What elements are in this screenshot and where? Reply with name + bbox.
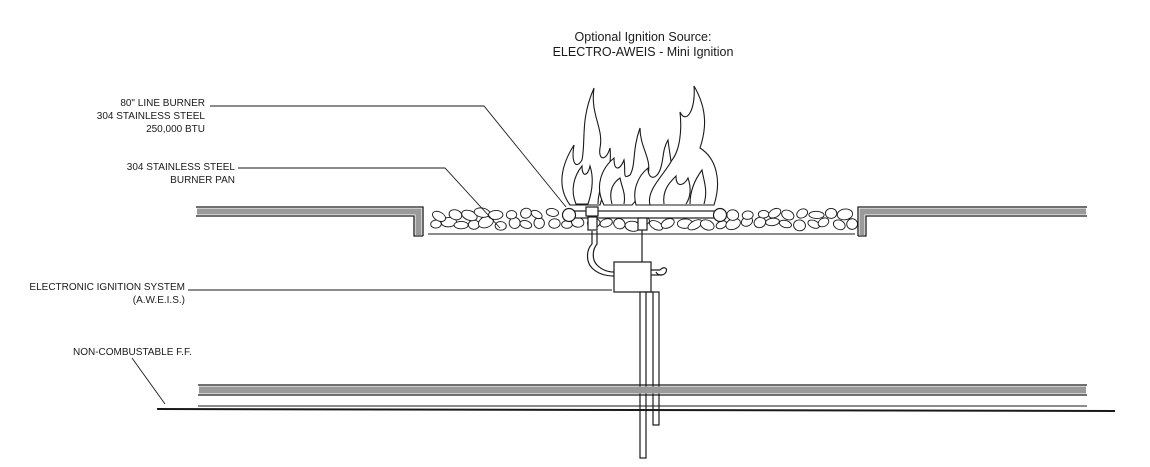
lava-stone xyxy=(545,208,559,217)
lava-stone xyxy=(781,209,795,221)
lava-stone xyxy=(836,208,854,221)
lava-stone xyxy=(741,210,754,220)
lava-stone xyxy=(548,218,561,229)
lava-stone xyxy=(599,218,613,228)
burner-pan-label-line-2: BURNER PAN xyxy=(170,175,235,186)
right-deck-wall xyxy=(857,206,1087,237)
lava-stone xyxy=(793,219,806,232)
lava-stone xyxy=(846,218,858,230)
lava-stone xyxy=(487,209,504,220)
lava-stone xyxy=(613,218,626,230)
lava-stone xyxy=(448,209,463,221)
left-deck-wall xyxy=(196,206,424,237)
line-burner xyxy=(561,206,728,262)
lava-stone xyxy=(726,209,740,221)
lava-stone xyxy=(494,221,507,231)
lava-stone xyxy=(530,209,543,220)
lava-stone xyxy=(757,209,770,219)
flames xyxy=(561,85,719,206)
lava-stone xyxy=(660,218,675,229)
lava-stone xyxy=(796,208,809,219)
lava-stone xyxy=(432,210,446,222)
lava-stone xyxy=(807,219,820,229)
burner-pan-leader-line xyxy=(238,167,501,229)
burner-label-line-2: 304 STAINLESS STEEL xyxy=(96,111,205,122)
floor-slab xyxy=(156,384,1116,412)
burner-label-line-1: 80" LINE BURNER xyxy=(120,98,205,109)
ignition-system-hardware xyxy=(586,231,668,459)
diagram-title-line-2: ELECTRO-AWEIS - Mini Ignition xyxy=(552,45,734,59)
lava-stone xyxy=(765,217,780,227)
diagram-title-line-1: Optional Ignition Source: xyxy=(574,30,712,44)
lava-stone xyxy=(461,209,478,222)
lava-stone xyxy=(808,210,825,219)
lava-stone xyxy=(467,219,480,230)
lava-stone xyxy=(817,217,830,228)
lava-stone xyxy=(824,207,838,219)
lava-stone xyxy=(648,220,664,231)
burner-pan-label-line-1: 304 STAINLESS STEEL xyxy=(126,162,235,173)
lava-stone xyxy=(519,219,533,229)
floor-leader-line xyxy=(131,357,166,405)
lava-stone xyxy=(778,219,792,229)
lava-stone xyxy=(453,220,469,230)
lava-stone xyxy=(699,219,715,231)
burner-leader-line xyxy=(210,105,567,208)
lava-stone xyxy=(753,216,767,229)
lava-stone xyxy=(505,210,518,220)
ignition-system-label-line-2: (A.W.E.I.S.) xyxy=(132,295,185,306)
lava-stone xyxy=(520,207,532,219)
burner-label-line-3: 250,000 BTU xyxy=(146,124,205,135)
lava-stone xyxy=(768,207,782,219)
leader-lines xyxy=(131,105,612,405)
lava-stone xyxy=(832,219,846,231)
ignition-system-label-line-1: ELECTRONIC IGNITION SYSTEM xyxy=(29,282,185,293)
floor-label: NON-COMBUSTABLE F.F. xyxy=(73,347,192,358)
